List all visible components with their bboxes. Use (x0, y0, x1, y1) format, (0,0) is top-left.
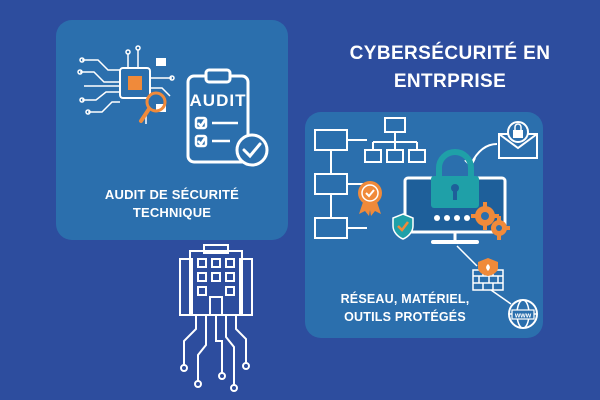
audit-label-line-1: AUDIT DE SÉCURITÉ (104, 187, 240, 202)
shield-check-icon (392, 213, 414, 240)
network-card: www RÉSEAU, MATÉRIEL, OUTILS PROTÉGÉS (305, 112, 543, 338)
audit-label: AUDIT DE SÉCURITÉ TECHNIQUE (56, 186, 288, 222)
audit-card: AUDIT AUDIT DE SÉCURITÉ TECHNIQUE (56, 20, 288, 240)
page-title: CYBERSÉCURITÉ EN ENTRPRISE (300, 40, 600, 96)
magnifier-icon (139, 91, 167, 123)
award-badge-icon (358, 181, 382, 216)
clipboard-text: AUDIT (190, 91, 247, 110)
secure-email-icon (498, 121, 538, 159)
check-circle-icon (235, 133, 269, 167)
firewall-icon (472, 258, 504, 291)
audit-label-line-2: TECHNIQUE (132, 205, 212, 220)
globe-www-icon: www (508, 299, 538, 329)
network-label-line-2: OUTILS PROTÉGÉS (344, 310, 466, 324)
gears-icon (471, 202, 510, 240)
network-diagram-icon (314, 129, 367, 239)
title-line-2: ENTRPRISE (393, 71, 507, 92)
audit-clipboard-icon: AUDIT (186, 68, 250, 164)
folder-tree-icon (364, 117, 426, 163)
network-label: RÉSEAU, MATÉRIEL, OUTILS PROTÉGÉS (305, 290, 505, 326)
network-label-line-1: RÉSEAU, MATÉRIEL, (340, 292, 470, 306)
globe-text: www (514, 313, 532, 320)
title-line-1: CYBERSÉCURITÉ EN (349, 43, 551, 64)
building-icon (179, 244, 253, 392)
connector-line (456, 245, 512, 305)
